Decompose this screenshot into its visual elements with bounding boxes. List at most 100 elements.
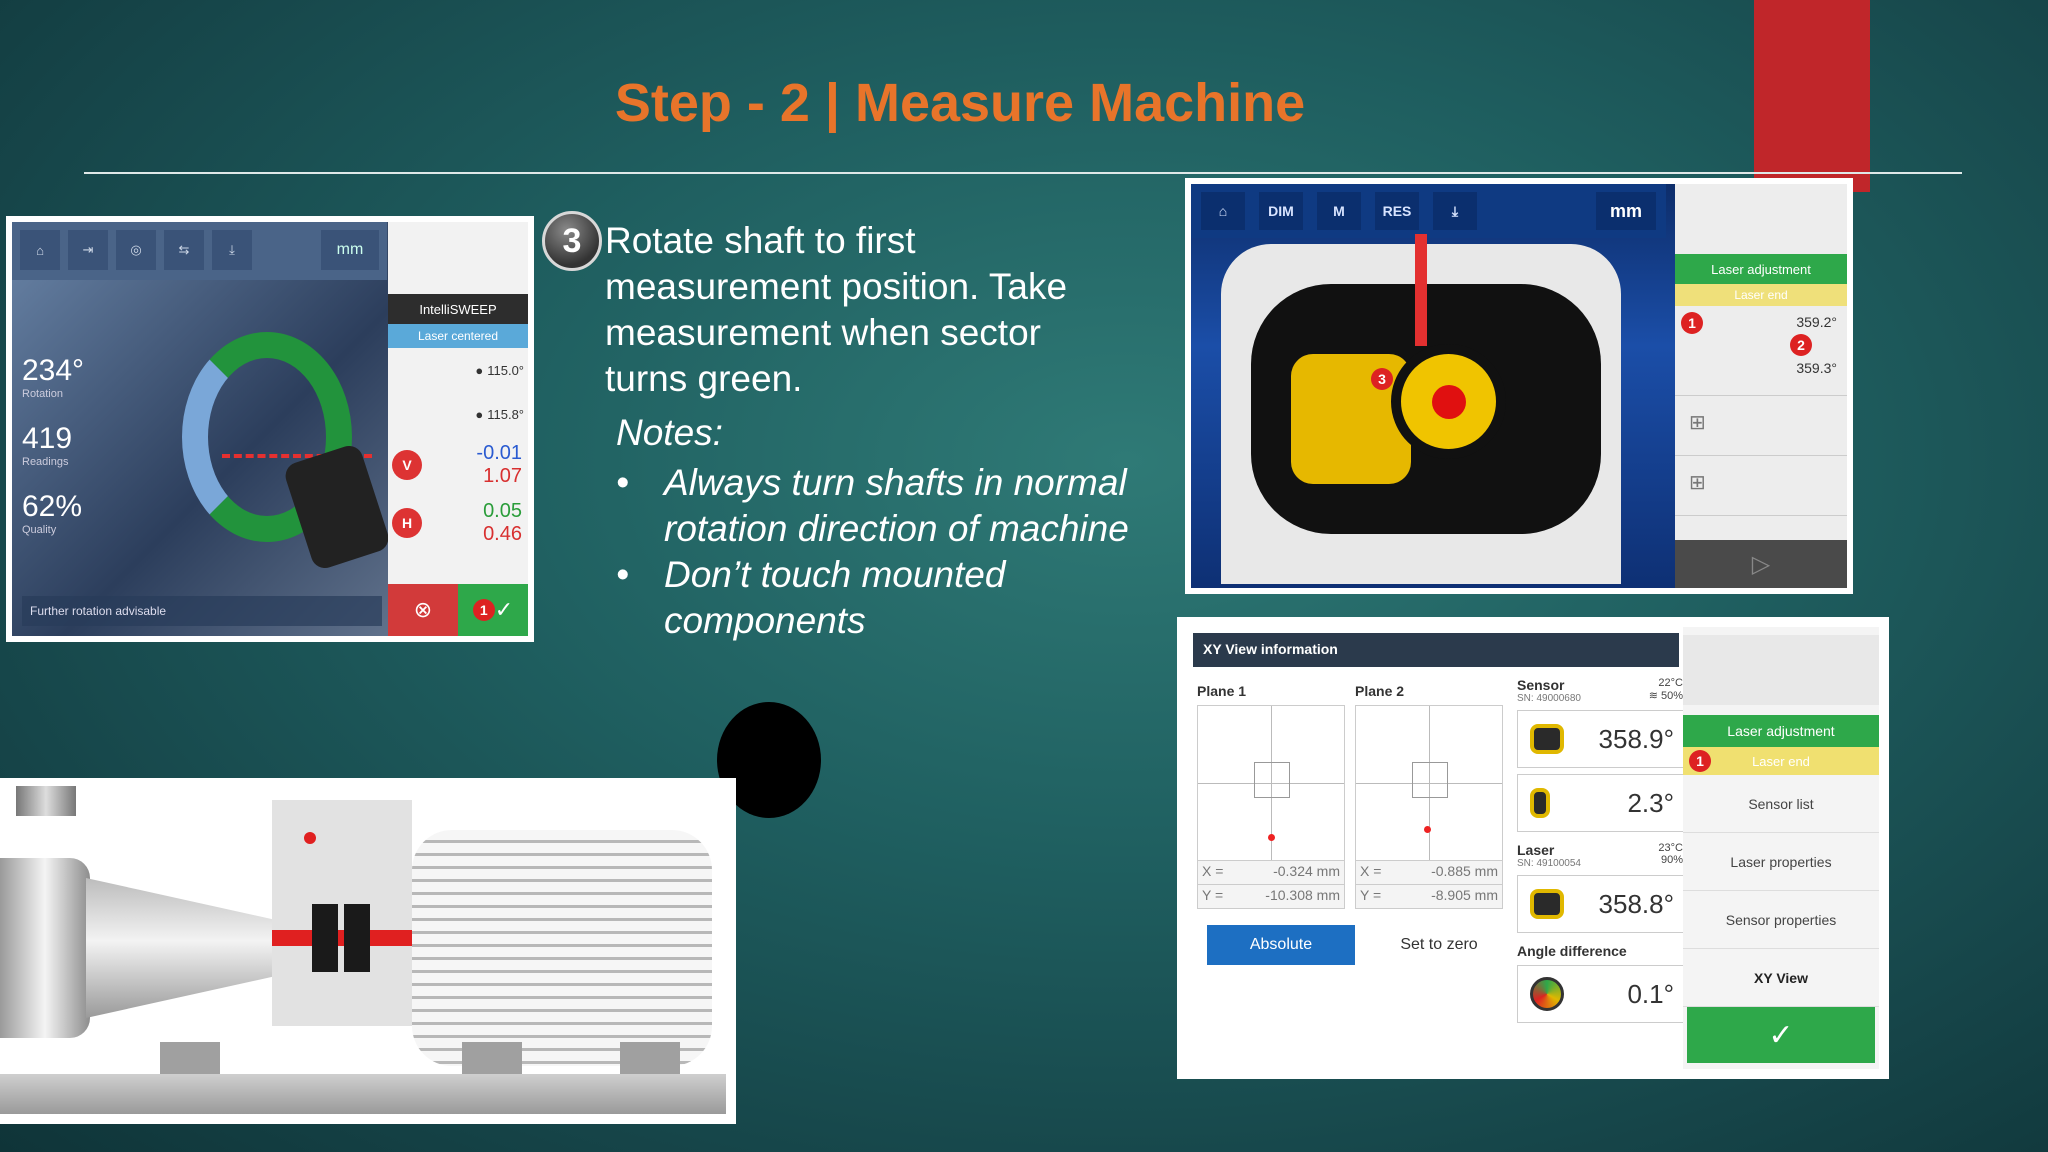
sensor-tilt-box: 2.3° (1517, 774, 1687, 832)
angle-row: ●115.8° (388, 392, 528, 436)
step-badge: 3 (1371, 368, 1393, 390)
angle-value: 359.3° (1796, 360, 1837, 376)
results-icon[interactable]: ⇆ (164, 230, 204, 270)
pump-body (0, 858, 90, 1038)
laser-temp-value: 23°C (1658, 842, 1683, 854)
step-number-badge: 3 (542, 211, 602, 271)
dimensions-icon[interactable]: ⇥ (68, 230, 108, 270)
laser-target (1391, 344, 1506, 459)
angle-value: 115.8° (487, 406, 524, 422)
sensor-temp: 22°C≋ 50% (1649, 677, 1683, 702)
gauge-icon (1530, 977, 1564, 1011)
laser-angle: 358.8° (1598, 888, 1674, 919)
horizontal-angularity: 0.05 (483, 500, 522, 522)
bullet: • (616, 462, 629, 503)
laser-label: Laser (1517, 842, 1555, 858)
home-icon[interactable]: ⌂ (1201, 192, 1245, 230)
motor-foot (620, 1042, 680, 1076)
slide-title: Step - 2 | Measure Machine (614, 73, 1306, 133)
side-panel: Laser adjustment Laser end 1 359.2° 2 35… (1675, 184, 1847, 588)
mode-label[interactable]: IntelliSWEEP (388, 294, 528, 324)
measure-button[interactable]: M (1317, 192, 1361, 230)
baseplate (0, 1074, 726, 1114)
side-panel: Laser adjustment 1 Laser end Sensor list… (1683, 627, 1879, 1069)
export-icon[interactable]: ⤓ (1433, 192, 1477, 230)
rotation-label: Rotation (22, 388, 63, 400)
pump-flange (16, 786, 76, 816)
sensor-temp-value: 22°C (1658, 677, 1683, 689)
accept-button[interactable]: 1 ✓ (458, 584, 528, 636)
bullet: • (616, 554, 629, 595)
menu-sensor-properties[interactable]: Sensor properties (1683, 891, 1879, 949)
horizontal-offset: 0.46 (483, 523, 522, 545)
export-icon[interactable]: ⤓ (212, 230, 252, 270)
angle-value: 359.2° (1796, 314, 1837, 330)
angle-value: 115.0° (487, 362, 524, 378)
readings-readout: 419 Readings (22, 422, 102, 468)
y-label: Y = (1202, 887, 1224, 903)
home-icon[interactable]: ⌂ (20, 230, 60, 270)
measure-icon[interactable]: ◎ (116, 230, 156, 270)
angle-row: ●115.0° (388, 348, 528, 392)
results-button[interactable]: RES (1375, 192, 1419, 230)
check-icon: ✓ (494, 597, 514, 622)
step-instruction: Rotate shaft to first measurement positi… (605, 220, 1068, 399)
y-row: Y =-8.905 mm (1355, 885, 1503, 909)
vertical-adjust-icon[interactable]: ⊞ (1675, 396, 1847, 456)
units-button[interactable]: mm (1596, 192, 1656, 230)
angle-difference-label: Angle difference (1517, 943, 1627, 959)
laser-beam (222, 454, 372, 458)
absolute-button[interactable]: Absolute (1207, 925, 1355, 965)
screenshot-laser-adjustment: ⌂ DIM M RES ⤓ mm 3 Laser adjustment Lase… (1185, 178, 1853, 594)
menu-xy-view[interactable]: XY View (1683, 949, 1879, 1007)
screenshot-xy-view: XY View information Plane 1 X =-0.324 mm… (1177, 617, 1889, 1079)
machine-illustration (0, 778, 736, 1124)
laser-end-button[interactable]: 1 Laser end (1683, 747, 1879, 775)
notification-badge: 1 (1689, 750, 1711, 772)
x-row: X =-0.885 mm (1355, 861, 1503, 885)
confirm-button[interactable]: ✓ (1687, 1007, 1875, 1063)
laser-position-dot (1268, 834, 1275, 841)
measurement-view: ⌂ ⇥ ◎ ⇆ ⤓ mm 234° Rotation 419 Readings … (12, 222, 528, 636)
x-row: X =-0.324 mm (1197, 861, 1345, 885)
menu-laser-properties[interactable]: Laser properties (1683, 833, 1879, 891)
laser-adjustment-button[interactable]: Laser adjustment (1683, 715, 1879, 747)
quality-readout: 62% Quality (22, 490, 102, 536)
pump-casing (86, 878, 276, 1018)
accent-tab (1754, 0, 1870, 192)
horizontal-adjust-icon[interactable]: ⊞ (1675, 456, 1847, 516)
plane-title: Plane 1 (1197, 683, 1247, 699)
target-box (1254, 762, 1290, 798)
dim-button[interactable]: DIM (1259, 192, 1303, 230)
xy-view-header: XY View information (1193, 633, 1679, 667)
coupling-hub (344, 904, 370, 972)
cancel-button[interactable]: ⊗ (388, 584, 458, 636)
angle-section: 1 359.2° 2 359.3° (1675, 306, 1847, 396)
xy-view: XY View information Plane 1 X =-0.324 mm… (1187, 627, 1879, 1069)
play-button[interactable]: ▷ (1675, 540, 1847, 588)
menu-sensor-list[interactable]: Sensor list (1683, 775, 1879, 833)
notes-list: •Always turn shafts in normal rotation d… (616, 460, 1156, 644)
units-button[interactable]: mm (321, 230, 379, 270)
title-divider (84, 172, 1962, 174)
set-to-zero-button[interactable]: Set to zero (1365, 925, 1513, 965)
sensor-serial: SN: 49000680 (1517, 693, 1581, 704)
toolbar: ⌂ DIM M RES ⤓ mm (1191, 184, 1666, 238)
rotation-readout: 234° Rotation (22, 354, 102, 400)
laser-end-button[interactable]: Laser end (1675, 284, 1847, 306)
vertical-angularity: -0.01 (476, 442, 522, 464)
sensor-icon (1530, 724, 1564, 754)
plane-grid (1355, 705, 1503, 861)
quality-value: 62% (22, 490, 83, 523)
y-value: -8.905 mm (1431, 887, 1498, 903)
sensor-side-icon (1530, 788, 1550, 818)
laser-adjustment-button[interactable]: Laser adjustment (1675, 254, 1847, 284)
notification-badge: 1 (472, 599, 495, 621)
note-item: • Don’t touch mounted components (616, 552, 1156, 644)
sensor-info: Sensor SN: 49000680 22°C≋ 50% 358.9° 2.3… (1517, 677, 1687, 1023)
quality-label: Quality (22, 524, 57, 536)
readings-value: 419 (22, 422, 73, 455)
note-text: Don’t touch mounted components (664, 554, 1006, 641)
check-icon: ✓ (1768, 1018, 1794, 1052)
